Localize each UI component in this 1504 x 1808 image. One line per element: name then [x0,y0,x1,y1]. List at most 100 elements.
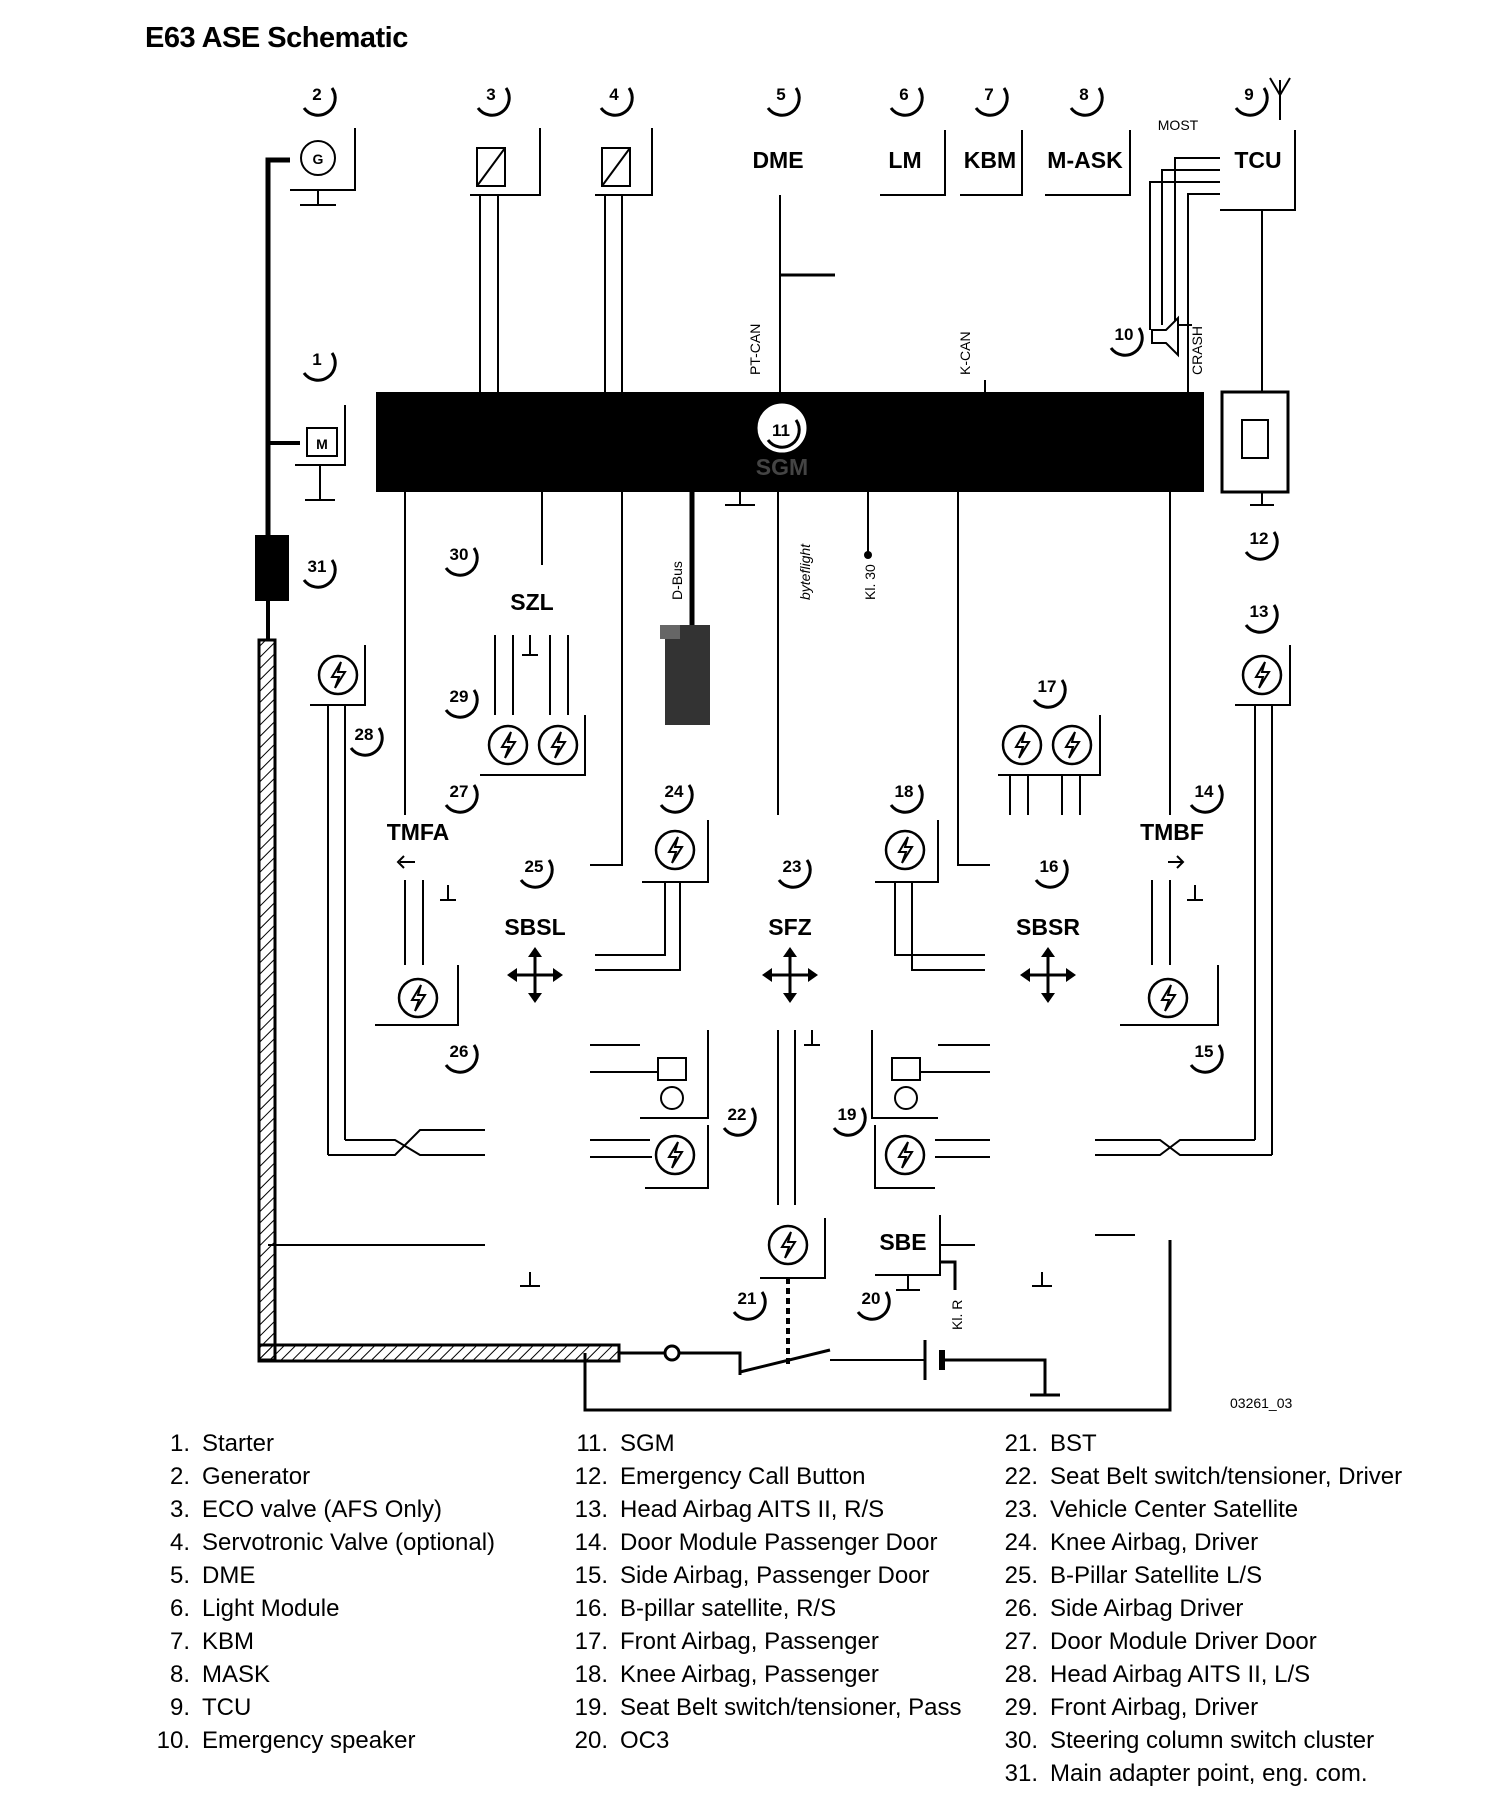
svg-text:23: 23 [783,857,802,876]
legend-text: SGM [620,1430,675,1457]
callout-6: 6 [889,85,924,117]
svg-text:26: 26 [450,1042,469,1061]
svg-text:18: 18 [895,782,914,801]
svg-text:11: 11 [772,421,790,440]
legend-text: B-pillar satellite, R/S [620,1595,837,1622]
callout-26: 26 [444,1042,479,1074]
legend-number: 13. [574,1496,608,1523]
dme-label: DME [752,147,803,173]
legend-text: Side Airbag, Passenger Door [620,1562,930,1589]
legend-text: Seat Belt switch/tensioner, Driver [1050,1463,1403,1490]
legend-item: 24.Knee Airbag, Driver [998,1526,1402,1559]
callout-25: 25 [519,857,554,889]
callout-21: 21 [732,1289,767,1321]
svg-text:14: 14 [1195,782,1214,801]
legend-item: 19. Seat Belt switch/tensioner, Pass [568,1691,962,1724]
kl30-label: Kl. 30 [862,564,878,600]
servotronic-valve-symbol [595,128,653,395]
callout-19: 19 [832,1105,867,1137]
svg-text:2: 2 [312,85,321,104]
legend-number: 25. [1004,1562,1038,1589]
svg-text:12: 12 [1250,529,1269,548]
legend-text: BST [1050,1430,1097,1457]
svg-text:24: 24 [665,782,684,801]
svg-text:9: 9 [1244,85,1253,104]
legend-item: 3.ECO valve (AFS Only) [150,1493,495,1526]
legend-text: B-Pillar Satellite L/S [1050,1562,1263,1589]
legend-text: KBM [202,1628,255,1655]
diagnostic-tester-icon [660,625,710,725]
legend-text: Vehicle Center Satellite [1050,1496,1299,1523]
legend-number: 2. [169,1463,190,1490]
tmbf-label: TMBF [1140,819,1204,845]
legend-text: Emergency speaker [202,1727,416,1754]
svg-text:16: 16 [1040,857,1059,876]
legend-number: 8. [169,1661,190,1688]
legend-text: MASK [202,1661,271,1688]
callout-22: 22 [722,1105,757,1137]
knee-airbag-driver-symbol [595,820,709,971]
legend-item: 17.Front Airbag, Passenger [568,1625,962,1658]
legend-item: 5.DME [150,1559,495,1592]
lm-label: LM [888,147,921,173]
legend-item: 23.Vehicle Center Satellite [998,1493,1402,1526]
legend-number: 6. [169,1595,190,1622]
legend-number: 4. [169,1529,190,1556]
legend-text: Head Airbag AITS II, R/S [620,1496,885,1523]
callout-4: 4 [599,85,634,117]
legend-number: 16. [574,1595,608,1622]
sbsr-label: SBSR [1016,914,1080,940]
legend-number: 24. [1004,1529,1038,1556]
legend-number: 18. [574,1661,608,1688]
legend-text: Seat Belt switch/tensioner, Pass [620,1694,962,1721]
szl-label: SZL [510,589,553,615]
svg-text:5: 5 [776,85,785,104]
sgm-label: SGM [756,454,808,480]
sfz-label: SFZ [768,914,811,940]
legend-item: 18.Knee Airbag, Passenger [568,1658,962,1691]
legend-item: 9.TCU [150,1691,495,1724]
sbsl-label: SBSL [504,914,565,940]
starter-symbol: M [295,405,346,501]
d-bus-label: D-Bus [669,561,685,600]
emergency-call-button-symbol [1220,390,1290,506]
klr-label: Kl. R [949,1300,965,1330]
legend-number: 19. [574,1694,608,1721]
callout-9: 9 [1234,85,1269,117]
legend-text: Steering column switch cluster [1050,1727,1375,1754]
legend-number: 22. [1004,1463,1038,1490]
legend-number: 9. [169,1694,190,1721]
legend-text: OC3 [620,1727,670,1754]
most-label: MOST [1158,117,1199,133]
svg-text:7: 7 [984,85,993,104]
legend-item: 22. Seat Belt switch/tensioner, Driver [998,1460,1403,1493]
eco-valve-symbol [470,128,541,395]
legend-text: Head Airbag AITS II, L/S [1050,1661,1311,1688]
legend-number: 10. [156,1727,190,1754]
side-airbag-passenger-symbol [874,1125,990,1189]
legend-item: 1.Starter [150,1427,495,1460]
legend-item: 11. SGM [568,1427,962,1460]
legend-number: 11. [576,1430,608,1457]
legend-item: 10. Emergency speaker [150,1724,495,1757]
svg-text:3: 3 [486,85,495,104]
svg-text:G: G [313,151,324,167]
legend-number: 7. [169,1628,190,1655]
callout-27: 27 [444,782,479,814]
callout-8: 8 [1069,85,1104,117]
legend-item: 25. B-Pillar Satellite L/S [998,1559,1402,1592]
callout-3: 3 [476,85,511,117]
legend-number: 29. [1004,1694,1038,1721]
legend-text: Emergency Call Button [620,1463,866,1490]
legend-number: 31. [1004,1760,1038,1787]
svg-text:29: 29 [450,687,469,706]
callout-28: 28 [349,725,384,757]
legend-item: 14.Door Module Passenger Door [568,1526,962,1559]
k-can-label: K-CAN [957,331,973,375]
head-airbag-right-symbol [1235,645,1291,1155]
callout-29: 29 [444,687,479,719]
legend-number: 26. [1004,1595,1038,1622]
svg-text:22: 22 [728,1105,747,1124]
